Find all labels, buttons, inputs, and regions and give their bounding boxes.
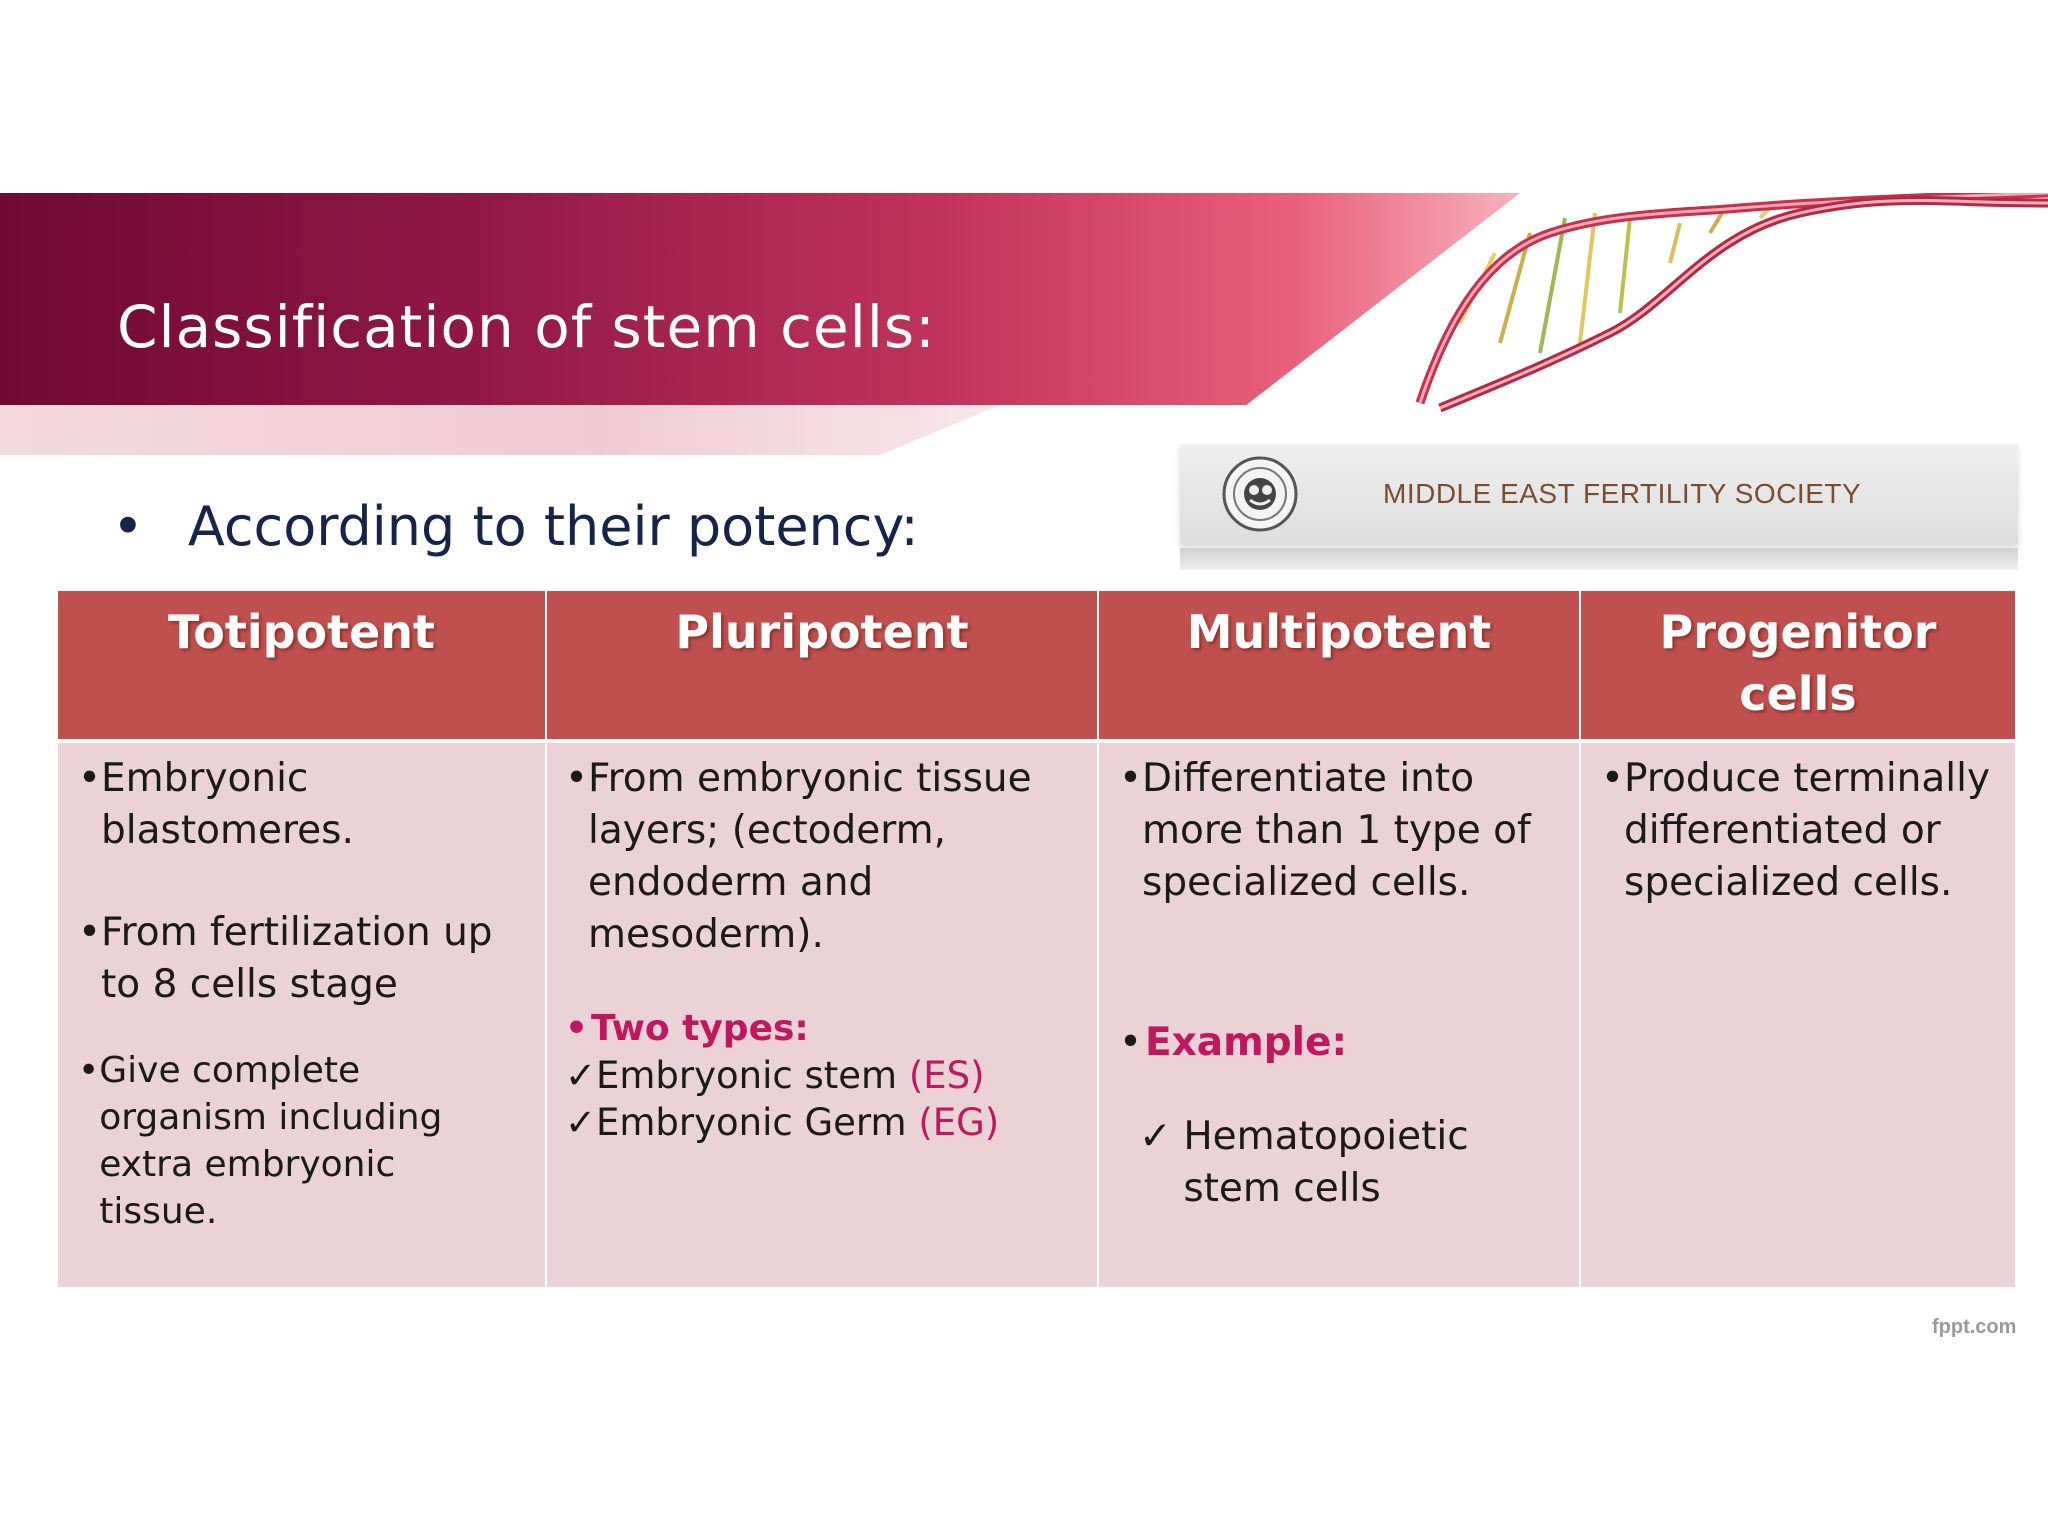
potency-table: Totipotent Pluripotent Multipotent Proge…: [58, 591, 2015, 1287]
header-totipotent: Totipotent: [58, 591, 545, 739]
pluripotent-point-1: From embryonic tissue layers; (ectoderm,…: [588, 756, 1032, 957]
multipotent-example-label: Example:: [1145, 1020, 1348, 1065]
totipotent-point-3: Give complete organism including extra e…: [99, 1050, 443, 1232]
society-name: MIDDLE EAST FERTILITY SOCIETY: [1383, 478, 1862, 509]
bullet: •: [1601, 756, 1625, 801]
society-logo: [1222, 456, 1298, 532]
dna-helix-graphic: [1415, 193, 2048, 413]
slide-title: Classification of stem cells:: [117, 293, 936, 361]
list-item: • Two types:: [565, 1005, 1067, 1052]
society-banner: MIDDLE EAST FERTILITY SOCIETY: [1180, 444, 2018, 544]
bullet: •: [78, 756, 102, 801]
cell-totipotent: • Embryonic blastomeres. • From fertiliz…: [58, 743, 545, 1287]
list-item: • Produce terminally differentiated or s…: [1601, 753, 1991, 909]
multipotent-example-item: Hematopoietic stem cells: [1183, 1114, 1469, 1211]
pluripotent-type-2: Embryonic Germ: [596, 1101, 907, 1144]
bullet: •: [112, 495, 144, 558]
list-item: • Embryonic blastomeres.: [78, 753, 515, 857]
cell-multipotent: • Differentiate into more than 1 type of…: [1099, 743, 1579, 1287]
subtitle: • According to their potency:: [112, 495, 919, 558]
totipotent-point-2: From fertilization up to 8 cells stage: [101, 910, 493, 1007]
bullet: •: [1119, 1020, 1143, 1065]
check-icon: ✓: [565, 1101, 597, 1144]
bullet: •: [565, 756, 589, 801]
subtitle-text: According to their potency:: [187, 495, 919, 558]
cell-progenitor: • Produce terminally differentiated or s…: [1581, 743, 2015, 1287]
header-progenitor: Progenitor cells: [1581, 591, 2015, 739]
bullet: •: [565, 1008, 589, 1049]
totipotent-point-1: Embryonic blastomeres.: [101, 756, 354, 853]
header-pluripotent: Pluripotent: [547, 591, 1097, 739]
list-item: ✓Embryonic Germ (EG): [565, 1099, 1067, 1146]
pluripotent-type-2-abbr: (EG): [918, 1101, 1000, 1144]
cell-pluripotent: • From embryonic tissue layers; (ectoder…: [547, 743, 1097, 1287]
progenitor-point-1: Produce terminally differentiated or spe…: [1624, 756, 1991, 905]
check-icon: ✓: [565, 1054, 597, 1097]
banner-stripe: [0, 405, 1000, 455]
multipotent-point-1: Differentiate into more than 1 type of s…: [1142, 756, 1531, 905]
pluripotent-type-1: Embryonic stem: [596, 1054, 898, 1097]
society-banner-shadow: [1180, 548, 2018, 570]
bullet: •: [78, 1050, 100, 1091]
pluripotent-type-1-abbr: (ES): [908, 1054, 985, 1097]
title-banner: Classification of stem cells:: [0, 193, 2048, 463]
check-icon: ✓: [1139, 1114, 1172, 1159]
banner-band: [0, 193, 1520, 405]
list-item: • From fertilization up to 8 cells stage: [78, 907, 515, 1011]
list-item: • Give complete organism including extra…: [78, 1047, 515, 1235]
header-multipotent: Multipotent: [1099, 591, 1579, 739]
list-item: ✓ Hematopoietic stem cells: [1119, 1111, 1549, 1215]
watermark: fppt.com: [1932, 1316, 2017, 1338]
list-item: • From embryonic tissue layers; (ectoder…: [565, 753, 1067, 961]
bullet: •: [78, 910, 102, 955]
list-item: • Example:: [1119, 1017, 1549, 1069]
list-item: • Differentiate into more than 1 type of…: [1119, 753, 1549, 909]
bullet: •: [1119, 756, 1143, 801]
list-item: ✓Embryonic stem (ES): [565, 1052, 1067, 1099]
pluripotent-types-label: Two types:: [591, 1008, 809, 1049]
